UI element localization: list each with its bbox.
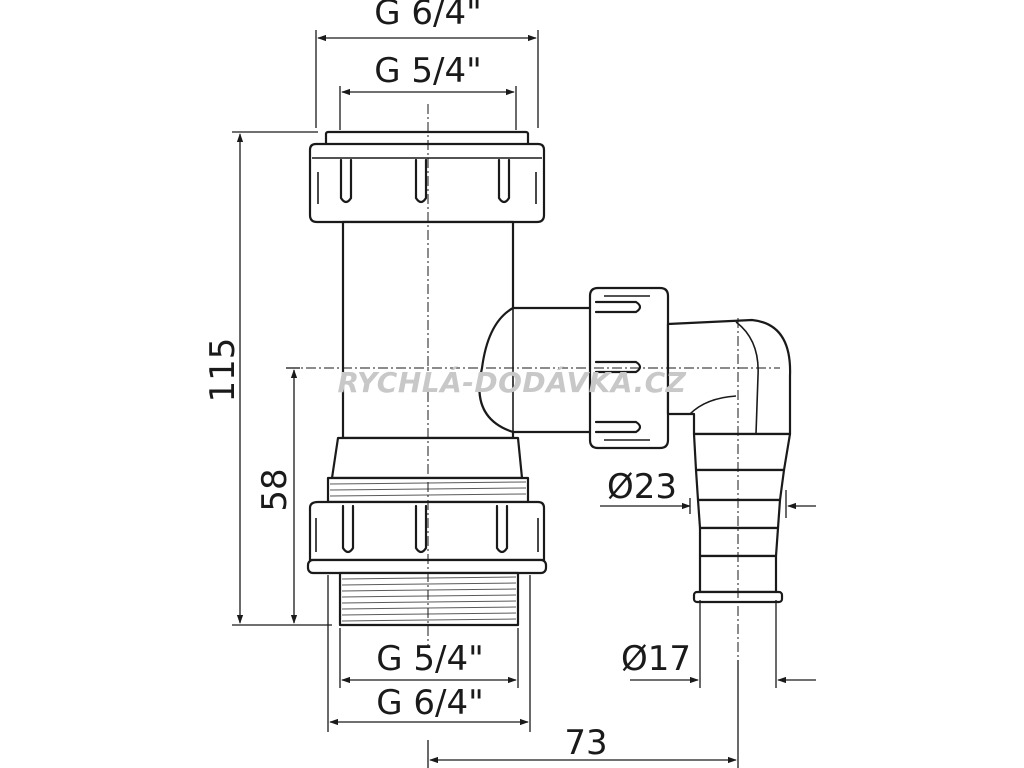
dim-hose-inner-label: Ø17 (621, 639, 691, 679)
side-branch (478, 286, 792, 604)
watermark-text: RYCHLÁ-DODÁVKA.CZ (338, 365, 687, 399)
dimension-lines (232, 30, 816, 768)
dim-top-outer-label: G 6/4" (374, 0, 482, 33)
dim-bottom-outer-label: G 6/4" (376, 683, 484, 723)
dim-top-inner-label: G 5/4" (374, 51, 482, 91)
dim-bottom-inner-label: G 5/4" (376, 639, 484, 679)
dim-offset-label: 73 (564, 723, 607, 763)
center-lines (288, 104, 780, 658)
dim-hose-outer-label: Ø23 (607, 467, 677, 507)
dim-height-side-label: 58 (255, 468, 295, 511)
dim-height-total-label: 115 (203, 338, 243, 403)
